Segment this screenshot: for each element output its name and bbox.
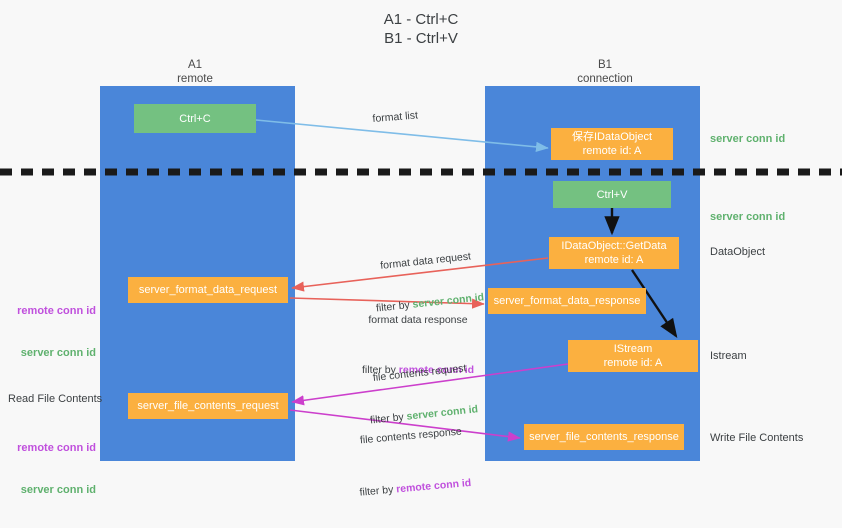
node-server-format-data-response[interactable]: server_format_data_response [488, 288, 646, 314]
column-header-a1: A1 remote [177, 59, 213, 85]
node-save-idataobject[interactable]: 保存IDataObject remote id: A [551, 128, 673, 160]
edge-label-format-data-response: format data response filter by remote co… [362, 285, 474, 405]
node-server-format-data-request[interactable]: server_format_data_request [128, 277, 288, 303]
node-ctrl-c[interactable]: Ctrl+C [134, 104, 256, 133]
filter-prefix: filter by [359, 483, 397, 499]
annotation-conn-ids-bottom: remote conn id server conn id [8, 413, 96, 525]
column-header-b1: B1 connection [577, 59, 633, 85]
node-istream[interactable]: IStream remote id: A [568, 340, 698, 372]
edge-label-text: format data response [368, 314, 468, 326]
edge-label-text: format data request [379, 250, 472, 272]
filter-prefix: filter by [362, 364, 399, 376]
edge-filter-line: filter by remote conn id [359, 476, 472, 500]
node-server-file-contents-response[interactable]: server_file_contents_response [524, 424, 684, 450]
edge-label-format-list: format list [372, 109, 419, 125]
annotation-conn-ids-top: remote conn id server conn id [8, 276, 96, 388]
node-server-file-contents-request[interactable]: server_file_contents_request [128, 393, 288, 419]
annotation-read-file-contents: Read File Contents [8, 393, 103, 405]
annotation-istream: Istream [710, 350, 747, 362]
annotation-server-conn-id: server conn id [20, 484, 96, 496]
filter-value: remote conn id [395, 476, 472, 496]
annotation-server-conn-id-mid: server conn id [710, 211, 786, 223]
page-title: A1 - Ctrl+C B1 - Ctrl+V [383, 11, 459, 47]
annotation-server-conn-id-top: server conn id [710, 133, 786, 145]
annotation-remote-conn-id: remote conn id [17, 442, 96, 454]
filter-value: remote conn id [398, 364, 475, 376]
annotation-dataobject: DataObject [710, 246, 766, 258]
node-idataobject-getdata[interactable]: IDataObject::GetData remote id: A [549, 237, 679, 269]
edge-filter-line: filter by remote conn id [362, 363, 474, 377]
annotation-remote-conn-id: remote conn id [17, 305, 96, 317]
node-ctrl-v[interactable]: Ctrl+V [553, 181, 671, 208]
annotation-server-conn-id: server conn id [20, 347, 96, 359]
edge-label-text: file contents response [359, 425, 463, 447]
edge-label-text: file contents request [372, 362, 467, 385]
diagram-canvas: A1 - Ctrl+C B1 - Ctrl+V A1 remote B1 con… [0, 11, 842, 499]
annotation-write-file-contents: Write File Contents [710, 432, 804, 444]
edge-label-file-contents-response: file contents response filter by remote … [352, 396, 474, 527]
